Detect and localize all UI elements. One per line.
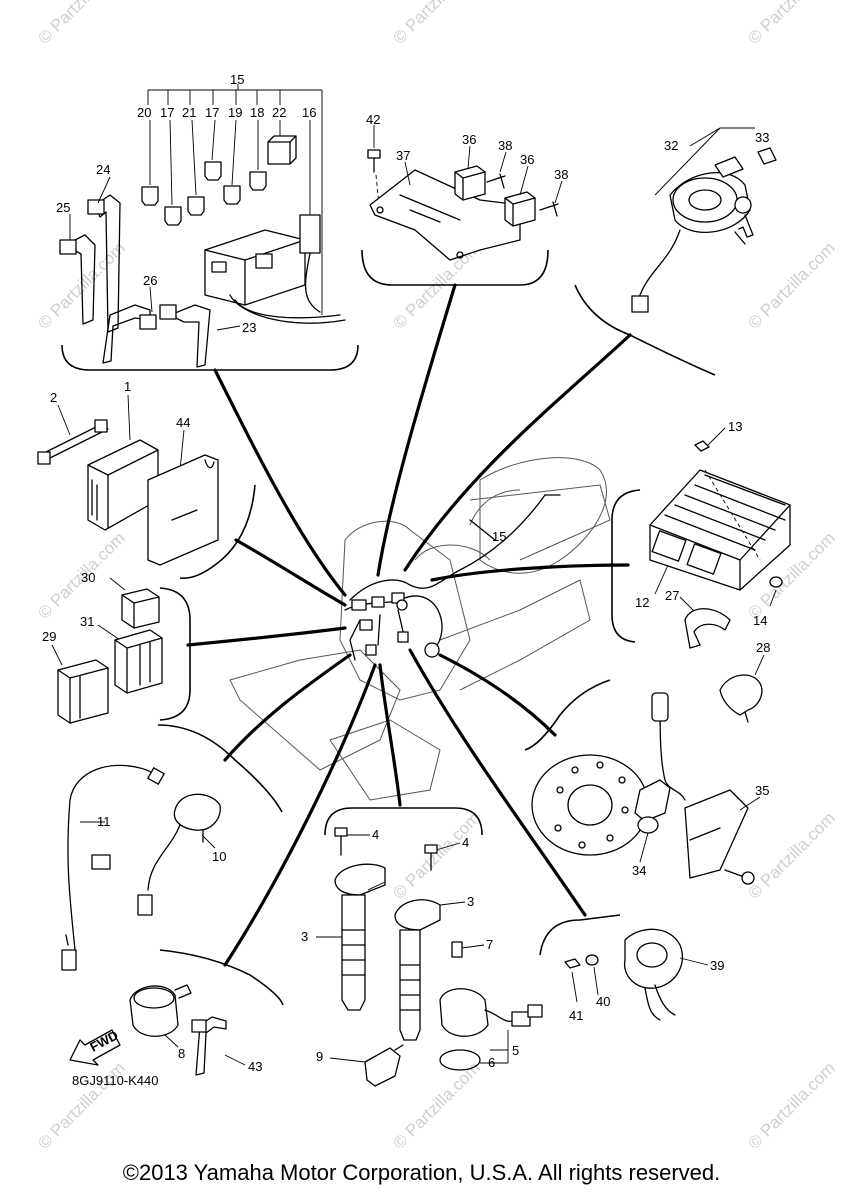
label-2: 2: [50, 390, 57, 405]
label-13: 13: [728, 419, 742, 434]
label-44: 44: [176, 415, 190, 430]
watermark: © Partzilla.com: [744, 238, 838, 332]
main-switch-group: [631, 127, 777, 313]
relay-bracket-group: [367, 125, 563, 261]
fuse-box-group: [59, 84, 346, 368]
sensor-rotor-group: [531, 692, 761, 885]
pickup-group: [564, 928, 709, 1021]
label-18: 18: [250, 105, 264, 120]
label-19: 19: [228, 105, 242, 120]
sensor-wire-group: [61, 764, 221, 971]
label-25: 25: [56, 200, 70, 215]
label-27: 27: [665, 588, 679, 603]
label-11: 11: [97, 814, 111, 829]
label-39: 39: [710, 958, 724, 973]
label-17: 17: [160, 105, 174, 120]
watermark: © Partzilla.com: [744, 0, 838, 48]
watermark: © Partzilla.com: [744, 808, 838, 902]
label-20: 20: [137, 105, 151, 120]
vehicle-frame-outline: [229, 457, 611, 801]
callout-lines: [186, 283, 632, 967]
label-10: 10: [212, 849, 226, 864]
temp-sensor-group: [129, 984, 246, 1076]
label-4: 4: [372, 827, 379, 842]
label-38: 38: [554, 167, 568, 182]
relay-group: [51, 577, 163, 724]
label-22: 22: [272, 105, 286, 120]
diagram-code: 8GJ9110-K440: [72, 1073, 159, 1088]
label-6: 6: [488, 1055, 495, 1070]
sensor-group: [329, 941, 543, 1087]
rectifier-group: [649, 427, 791, 723]
ignition-coil-group: [316, 827, 466, 1041]
watermark: © Partzilla.com: [744, 1058, 838, 1152]
watermark: © Partzilla.com: [389, 808, 483, 902]
label-21: 21: [182, 105, 196, 120]
wire-harness: [344, 494, 561, 661]
label-30: 30: [81, 570, 95, 585]
label-36: 36: [462, 132, 476, 147]
label-7: 7: [486, 937, 493, 952]
label-9: 9: [316, 1049, 323, 1064]
ecu-group: [37, 394, 219, 566]
label-34: 34: [632, 863, 646, 878]
label-33: 33: [755, 130, 769, 145]
label-38: 38: [498, 138, 512, 153]
copyright-notice: ©2013 Yamaha Motor Corporation, U.S.A. A…: [122, 1160, 721, 1185]
label-3: 3: [301, 929, 308, 944]
fwd-arrow: FWD: [69, 1028, 121, 1066]
label-23: 23: [242, 320, 256, 335]
label-5: 5: [512, 1043, 519, 1058]
label-12: 12: [635, 595, 649, 610]
watermark: © Partzilla.com: [34, 0, 128, 48]
label-35: 35: [755, 783, 769, 798]
label-37: 37: [396, 148, 410, 163]
label-16: 16: [302, 105, 316, 120]
label-15: 15: [230, 72, 244, 87]
part-labels: 15 20 17 21 17 19 18 22 16 24 25 26 23 4…: [42, 72, 770, 1088]
label-29: 29: [42, 629, 56, 644]
label-26: 26: [143, 273, 157, 288]
label-28: 28: [756, 640, 770, 655]
label-17: 17: [205, 105, 219, 120]
label-43: 43: [248, 1059, 262, 1074]
label-31: 31: [80, 614, 94, 629]
label-15: 15: [492, 529, 506, 544]
label-32: 32: [664, 138, 678, 153]
group-brackets: [61, 249, 716, 1006]
watermark: © Partzilla.com: [389, 1058, 483, 1152]
label-24: 24: [96, 162, 110, 177]
label-1: 1: [124, 379, 131, 394]
watermark: © Partzilla.com: [389, 0, 483, 48]
label-42: 42: [366, 112, 380, 127]
label-41: 41: [569, 1008, 583, 1023]
label-4: 4: [462, 835, 469, 850]
label-3: 3: [467, 894, 474, 909]
label-36: 36: [520, 152, 534, 167]
label-40: 40: [596, 994, 610, 1009]
label-14: 14: [753, 613, 767, 628]
label-8: 8: [178, 1046, 185, 1061]
